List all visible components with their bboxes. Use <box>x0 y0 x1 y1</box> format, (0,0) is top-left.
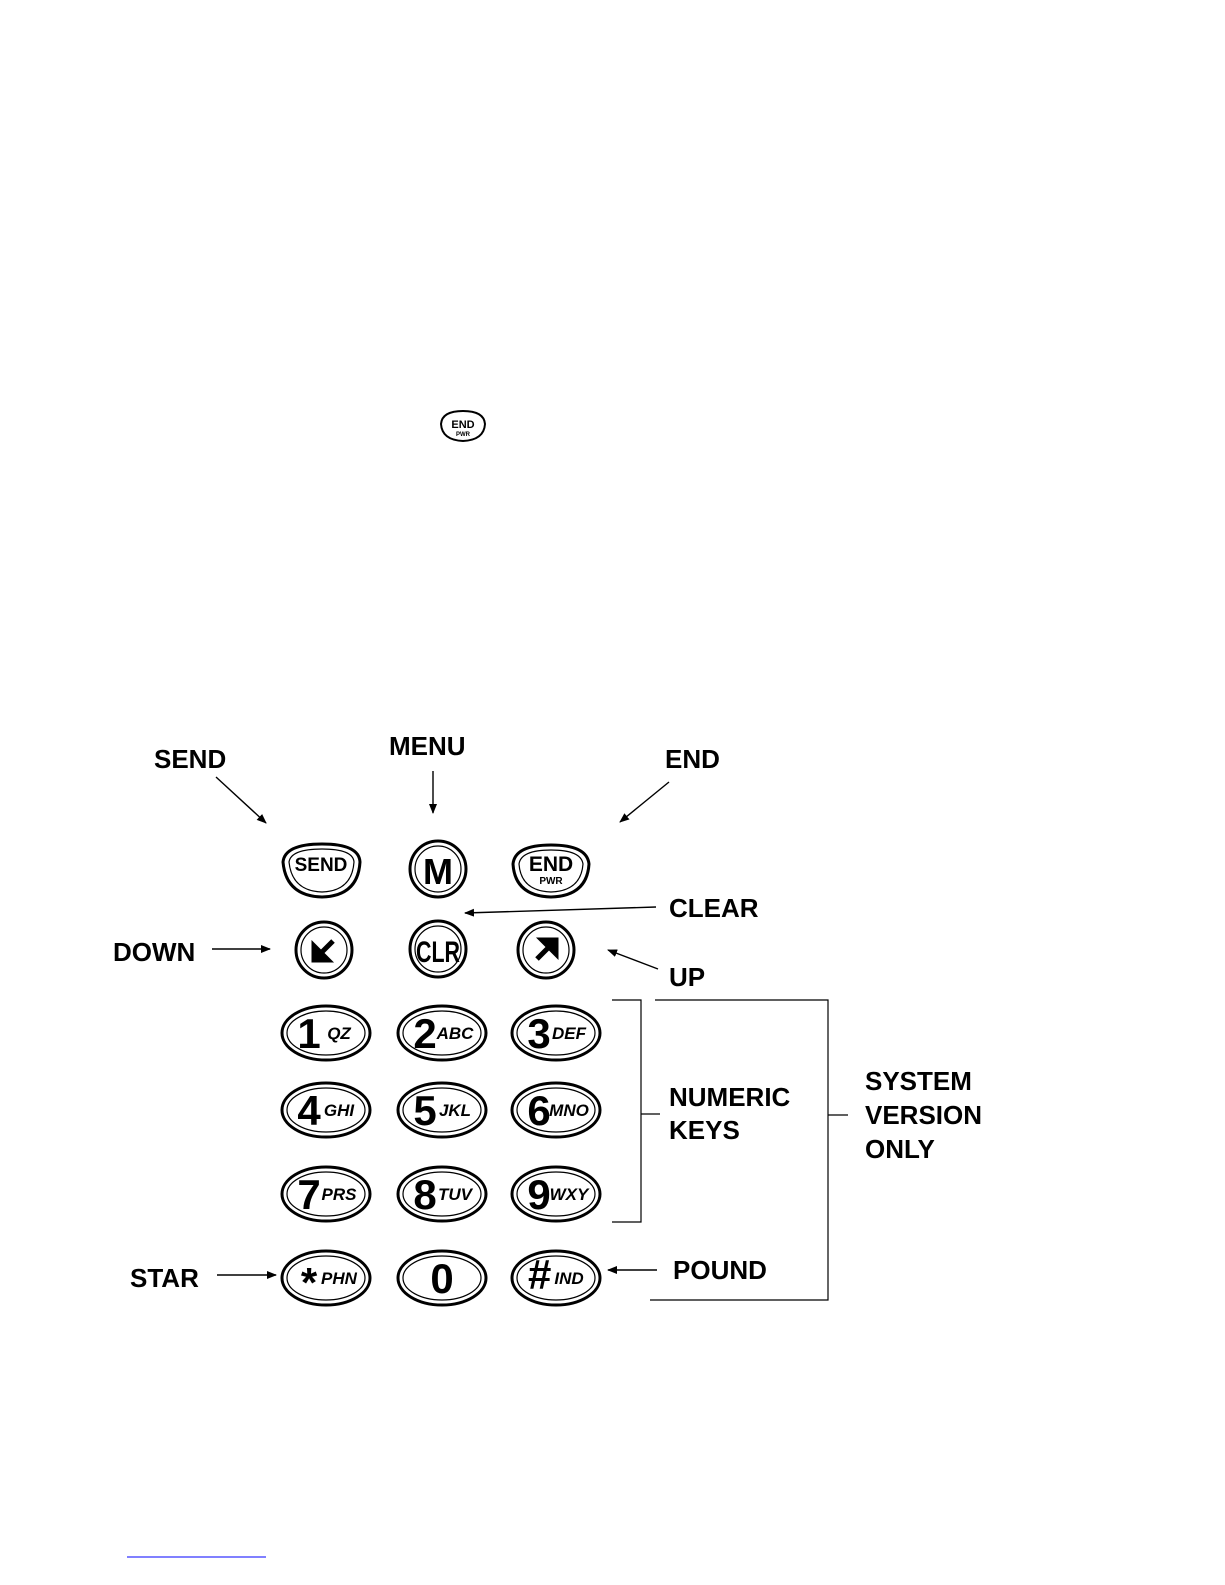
key-letters: GHI <box>324 1101 356 1120</box>
key-letters: QZ <box>327 1024 351 1043</box>
bottom-keys-group: *PHN 0 #IND <box>282 1251 600 1306</box>
key-star[interactable]: *PHN <box>282 1251 370 1306</box>
key-pound[interactable]: #IND <box>512 1251 600 1305</box>
system-callout-line1: SYSTEM <box>865 1066 972 1096</box>
numeric-callout-line1: NUMERIC <box>669 1082 791 1112</box>
end-key-main: END <box>529 853 573 876</box>
key-letters: PRS <box>322 1185 358 1204</box>
end-arrow <box>620 782 669 822</box>
key-digit: 6 <box>527 1087 550 1134</box>
key-digit: 3 <box>527 1010 550 1057</box>
key-letters: TUV <box>438 1185 474 1204</box>
key-letters: IND <box>554 1269 583 1288</box>
up-arrow <box>608 950 658 969</box>
numeric-callout-line2: KEYS <box>669 1115 740 1145</box>
up-callout: UP <box>669 962 705 992</box>
send-callout: SEND <box>154 744 226 774</box>
key-digit: 9 <box>527 1171 550 1218</box>
up-key[interactable] <box>518 922 574 978</box>
key-digit: * <box>301 1259 318 1306</box>
send-key[interactable]: SEND <box>283 844 360 897</box>
key-digit: 5 <box>413 1087 436 1134</box>
system-callout-line3: ONLY <box>865 1134 935 1164</box>
end-callout: END <box>665 744 720 774</box>
key-letters: PHN <box>321 1269 358 1288</box>
key-letters: WXY <box>550 1185 590 1204</box>
pound-callout: POUND <box>673 1255 767 1285</box>
send-arrow <box>216 777 266 823</box>
menu-callout: MENU <box>389 731 466 761</box>
clear-key[interactable]: CLR <box>410 921 466 977</box>
key-letters: MNO <box>549 1101 589 1120</box>
small-end-pwr-key: END PWR <box>441 411 485 441</box>
key-digit: 7 <box>297 1171 320 1218</box>
key-letters: ABC <box>436 1024 475 1043</box>
down-callout: DOWN <box>113 937 195 967</box>
end-key-sub: PWR <box>539 876 563 887</box>
key-digit: 1 <box>297 1010 320 1057</box>
end-pwr-key[interactable]: END PWR <box>513 845 589 897</box>
clear-arrow <box>465 907 656 913</box>
key-0[interactable]: 0 <box>398 1251 486 1305</box>
key-letters: DEF <box>552 1024 587 1043</box>
key-1[interactable]: 1 QZ <box>282 1006 370 1060</box>
down-key[interactable] <box>296 922 352 978</box>
star-callout: STAR <box>130 1263 199 1293</box>
small-key-main: END <box>451 419 474 431</box>
menu-key-label: M <box>423 851 453 892</box>
key-digit: 2 <box>413 1010 436 1057</box>
clear-key-label: CLR <box>416 936 460 969</box>
system-callout-line2: VERSION <box>865 1100 982 1130</box>
key-digit: 8 <box>413 1171 436 1218</box>
small-key-sub: PWR <box>456 432 471 438</box>
numeric-keys-bracket <box>612 1000 660 1222</box>
menu-key[interactable]: M <box>410 841 466 897</box>
key-digit: 4 <box>297 1087 321 1134</box>
key-digit: 0 <box>430 1255 453 1302</box>
key-digit: # <box>527 1251 551 1298</box>
clear-callout: CLEAR <box>669 893 759 923</box>
key-letters: JKL <box>439 1101 471 1120</box>
send-key-label: SEND <box>295 855 348 876</box>
